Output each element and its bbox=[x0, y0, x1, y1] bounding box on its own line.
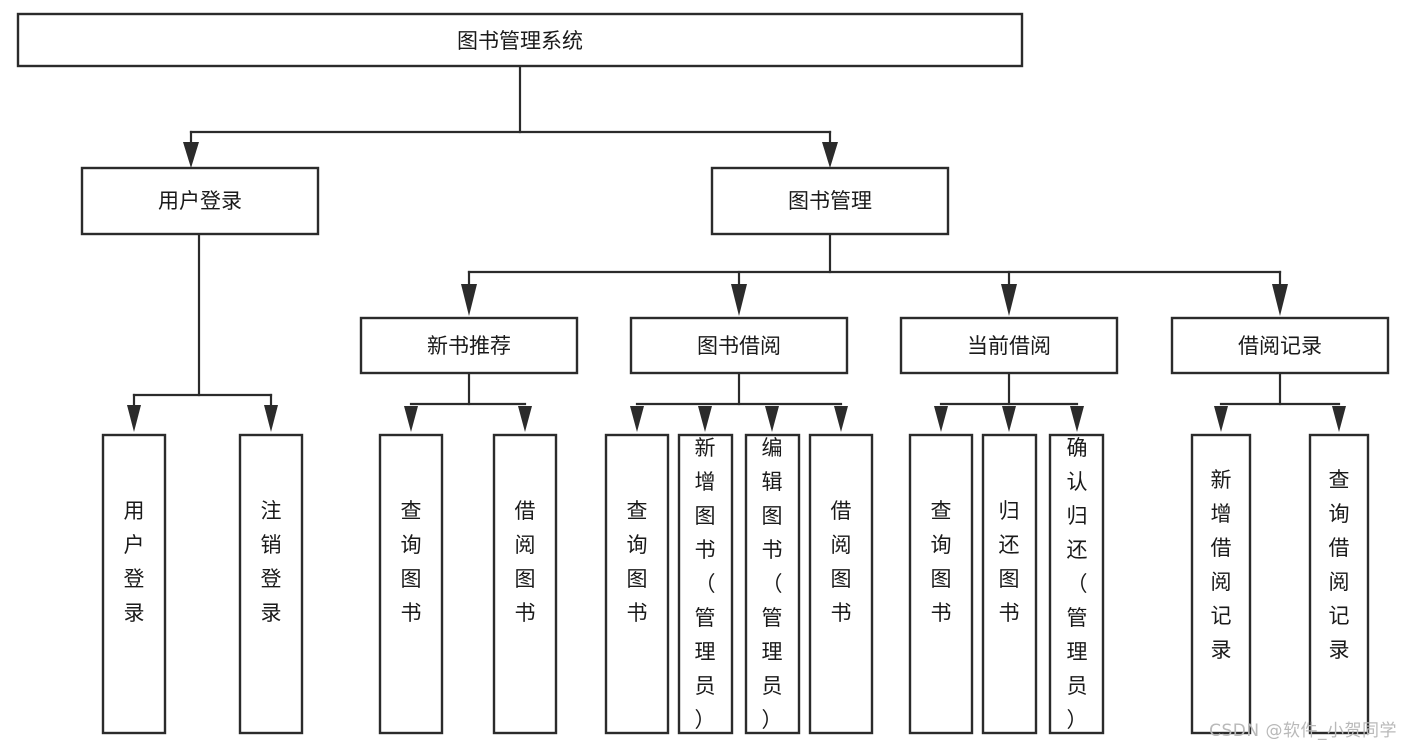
node-borrow-record-label: 借阅记录 bbox=[1238, 334, 1322, 358]
arrow-leaf-query-record bbox=[1332, 406, 1346, 432]
leaf-user-logout[interactable]: 注销登录 bbox=[238, 433, 304, 735]
node-user-login[interactable]: 用户登录 bbox=[80, 166, 320, 236]
node-book-borrow-label: 图书借阅 bbox=[697, 334, 781, 358]
connector-layer bbox=[127, 64, 1346, 432]
leaf-return-book[interactable]: 归还图书 bbox=[981, 433, 1038, 735]
leaf-borrow-book-1-label: 借阅图书 bbox=[515, 499, 536, 625]
leaf-query-book-2-label: 查询图书 bbox=[627, 499, 648, 625]
leaf-add-book-box[interactable] bbox=[677, 433, 734, 735]
arrow-leaf-user-login bbox=[127, 405, 141, 432]
leaf-user-login-label: 用户登录 bbox=[124, 499, 145, 625]
leaf-confirm-return[interactable]: 确认归还（管理员） bbox=[1048, 433, 1105, 735]
leaf-user-logout-box[interactable] bbox=[238, 433, 304, 735]
leaf-borrow-book-1[interactable]: 借阅图书 bbox=[492, 433, 558, 735]
node-book-manage-label: 图书管理 bbox=[788, 189, 872, 213]
arrow-leaf-borrow-book-1 bbox=[518, 406, 532, 432]
arrow-to-book-manage bbox=[822, 142, 838, 168]
leaf-query-book-2-box[interactable] bbox=[604, 433, 670, 735]
leaf-borrow-book-2-label: 借阅图书 bbox=[831, 499, 852, 625]
node-root-box[interactable] bbox=[16, 12, 1024, 68]
leaf-query-book-3-label: 查询图书 bbox=[931, 499, 952, 625]
leaf-borrow-book-1-box[interactable] bbox=[492, 433, 558, 735]
leaf-confirm-return-label: 确认归还（管理员） bbox=[1067, 436, 1088, 732]
node-book-borrow-box[interactable] bbox=[629, 316, 849, 375]
arrow-leaf-return-book bbox=[1002, 406, 1016, 432]
arrow-to-current-borrow bbox=[1001, 284, 1017, 316]
leaf-query-record-box[interactable] bbox=[1308, 433, 1370, 735]
leaf-query-book-1-label: 查询图书 bbox=[401, 499, 422, 625]
leaf-query-book-2[interactable]: 查询图书 bbox=[604, 433, 670, 735]
leaf-return-book-box[interactable] bbox=[981, 433, 1038, 735]
leaf-query-record[interactable]: 查询借阅记录 bbox=[1308, 433, 1370, 735]
node-user-login-label: 用户登录 bbox=[158, 189, 242, 213]
node-new-book-rec-box[interactable] bbox=[359, 316, 579, 375]
leaf-user-logout-label: 注销登录 bbox=[261, 499, 282, 625]
node-book-manage[interactable]: 图书管理 bbox=[710, 166, 950, 236]
leaf-query-book-1[interactable]: 查询图书 bbox=[378, 433, 444, 735]
leaf-borrow-book-2-box[interactable] bbox=[808, 433, 874, 735]
arrow-to-book-borrow bbox=[731, 284, 747, 316]
node-user-login-box[interactable] bbox=[80, 166, 320, 236]
node-new-book-rec[interactable]: 新书推荐 bbox=[359, 316, 579, 375]
arrow-to-borrow-record bbox=[1272, 284, 1288, 316]
node-root-label: 图书管理系统 bbox=[457, 29, 583, 53]
leaf-query-book-3-box[interactable] bbox=[908, 433, 974, 735]
node-borrow-record[interactable]: 借阅记录 bbox=[1170, 316, 1390, 375]
arrow-leaf-user-logout bbox=[264, 405, 278, 432]
leaf-query-book-3[interactable]: 查询图书 bbox=[908, 433, 974, 735]
arrow-leaf-query-book-1 bbox=[404, 406, 418, 432]
node-borrow-record-box[interactable] bbox=[1170, 316, 1390, 375]
arrow-to-user-login bbox=[183, 142, 199, 168]
node-book-manage-box[interactable] bbox=[710, 166, 950, 236]
leaf-add-record[interactable]: 新增借阅记录 bbox=[1190, 433, 1252, 735]
leaf-edit-book-box[interactable] bbox=[744, 433, 801, 735]
leaf-user-login[interactable]: 用户登录 bbox=[101, 433, 167, 735]
node-new-book-rec-label: 新书推荐 bbox=[427, 334, 511, 358]
node-current-borrow[interactable]: 当前借阅 bbox=[899, 316, 1119, 375]
leaf-user-login-box[interactable] bbox=[101, 433, 167, 735]
arrow-leaf-add-record bbox=[1214, 406, 1228, 432]
arrow-leaf-confirm-return bbox=[1070, 406, 1084, 432]
arrow-leaf-query-book-2 bbox=[630, 406, 644, 432]
leaf-add-record-label: 新增借阅记录 bbox=[1211, 468, 1232, 662]
node-root[interactable]: 图书管理系统 bbox=[16, 12, 1024, 68]
arrow-leaf-edit-book bbox=[765, 406, 779, 432]
node-book-borrow[interactable]: 图书借阅 bbox=[629, 316, 849, 375]
leaf-add-record-box[interactable] bbox=[1190, 433, 1252, 735]
leaf-add-book[interactable]: 新增图书（管理员） bbox=[677, 433, 734, 735]
leaf-borrow-book-2[interactable]: 借阅图书 bbox=[808, 433, 874, 735]
leaf-return-book-label: 归还图书 bbox=[999, 499, 1020, 625]
arrow-to-new-book-rec bbox=[461, 284, 477, 316]
arrow-leaf-query-book-3 bbox=[934, 406, 948, 432]
node-current-borrow-box[interactable] bbox=[899, 316, 1119, 375]
csdn-watermark: CSDN @软件_小贺同学 bbox=[1209, 721, 1397, 741]
leaf-add-book-label: 新增图书（管理员） bbox=[695, 436, 716, 732]
arrow-leaf-borrow-book-2 bbox=[834, 406, 848, 432]
leaf-edit-book-label: 编辑图书（管理员） bbox=[762, 436, 783, 732]
leaf-query-record-label: 查询借阅记录 bbox=[1329, 468, 1350, 662]
arrow-leaf-add-book bbox=[698, 406, 712, 432]
leaf-query-book-1-box[interactable] bbox=[378, 433, 444, 735]
leaf-confirm-return-box[interactable] bbox=[1048, 433, 1105, 735]
leaf-edit-book[interactable]: 编辑图书（管理员） bbox=[744, 433, 801, 735]
node-current-borrow-label: 当前借阅 bbox=[967, 334, 1051, 358]
